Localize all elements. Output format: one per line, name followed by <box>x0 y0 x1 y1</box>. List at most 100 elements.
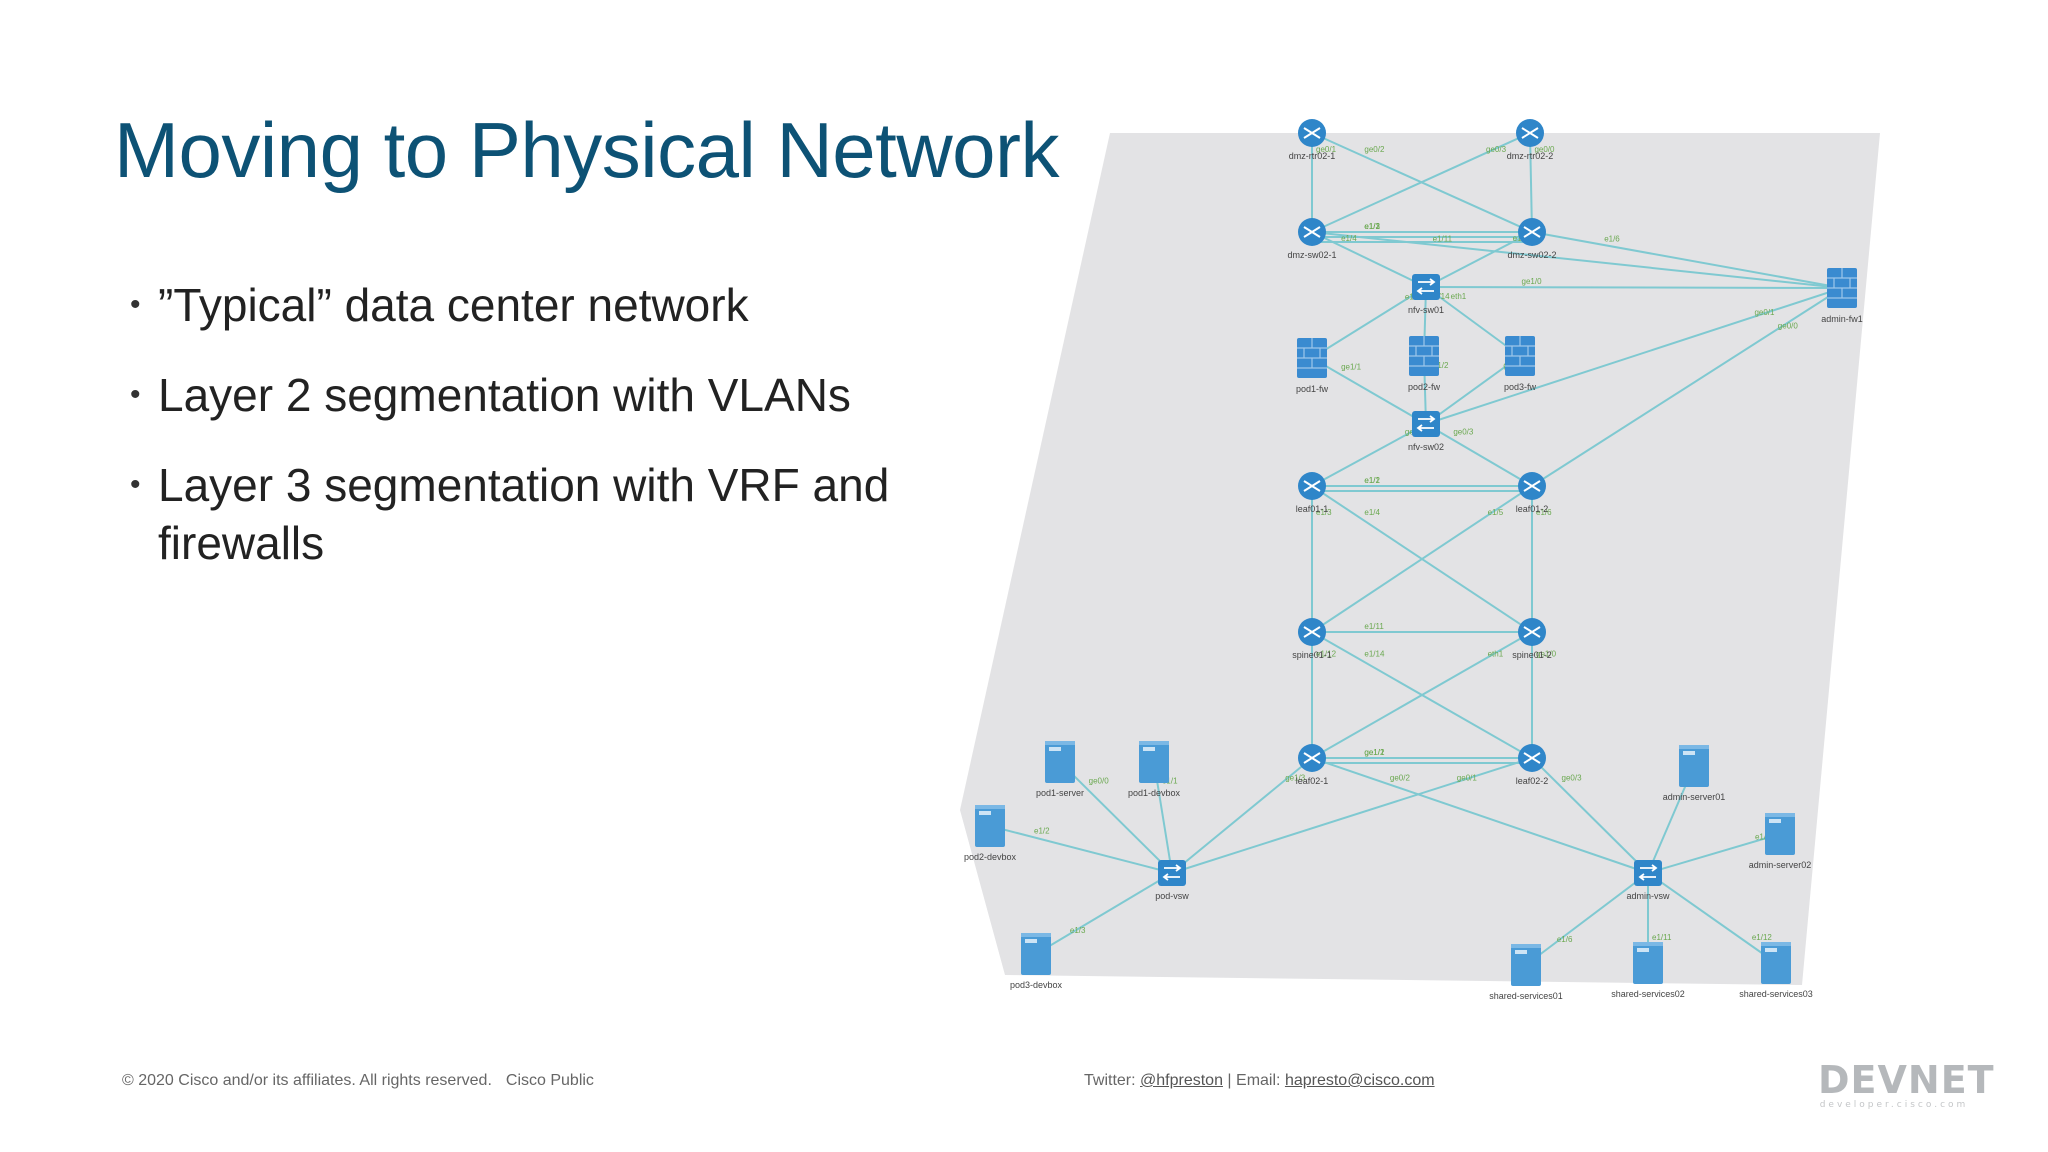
port-label: ge1/1 <box>1341 363 1362 372</box>
firewall-icon[interactable]: admin-fw1 <box>1821 268 1863 324</box>
network-link <box>1059 761 1173 874</box>
node-label: leaf02-2 <box>1516 776 1549 786</box>
network-link <box>1529 132 1533 233</box>
node-label: pod1-server <box>1036 788 1084 798</box>
bullet-item: •”Typical” data center network <box>130 276 950 334</box>
server-icon[interactable]: shared-services02 <box>1611 942 1685 999</box>
network-link <box>1311 757 1649 874</box>
node-label: admin-server01 <box>1663 792 1726 802</box>
port-label: e1/14 <box>1364 650 1385 659</box>
port-label: ge0/0 <box>1778 322 1799 331</box>
footer-contact: Twitter: @hfpreston | Email: hapresto@ci… <box>1084 1072 1435 1090</box>
router-icon[interactable]: leaf01-1 <box>1296 472 1329 514</box>
network-link <box>1171 757 1533 874</box>
email-link[interactable]: hapresto@cisco.com <box>1284 1072 1435 1089</box>
node-label: leaf02-1 <box>1296 776 1329 786</box>
network-link <box>1525 872 1649 966</box>
network-link <box>1425 286 1843 289</box>
server-icon[interactable]: pod2-devbox <box>964 805 1017 862</box>
node-label: spine01-2 <box>1512 650 1552 660</box>
server-icon[interactable]: pod1-server <box>1036 741 1084 798</box>
router-icon[interactable]: leaf02-2 <box>1516 744 1549 786</box>
network-link <box>1311 485 1533 633</box>
diagram-background <box>960 133 1880 985</box>
router-icon[interactable]: dmz-sw02-1 <box>1287 218 1337 260</box>
port-label: e1/6 <box>1557 935 1573 944</box>
node-label: dmz-sw02-1 <box>1287 250 1336 260</box>
switch-icon[interactable]: nfv-sw01 <box>1408 274 1444 315</box>
port-label: ge0/1 <box>1316 145 1337 154</box>
node-label: nfv-sw02 <box>1408 442 1444 452</box>
port-label: ge1/0 <box>1536 650 1557 659</box>
node-label: spine01-1 <box>1292 650 1332 660</box>
footer-copyright: © 2020 Cisco and/or its affiliates. All … <box>122 1072 594 1090</box>
port-label: e1/3 <box>1364 222 1380 231</box>
logo-subtext: developer.cisco.com <box>1819 1100 1969 1110</box>
port-label: ge0/3 <box>1453 428 1474 437</box>
bullet-list: •”Typical” data center network •Layer 2 … <box>130 276 950 604</box>
server-icon[interactable]: pod1-devbox <box>1128 741 1181 798</box>
node-label: dmz-sw02-2 <box>1507 250 1556 260</box>
port-label: e1/6 <box>1604 234 1620 243</box>
firewall-icon[interactable]: pod1-fw <box>1296 338 1329 394</box>
network-link <box>1311 286 1427 359</box>
network-link <box>1647 833 1781 874</box>
network-link <box>1531 287 1843 487</box>
firewall-icon[interactable]: pod2-fw <box>1408 336 1441 392</box>
port-label: e1/3 <box>1316 508 1332 517</box>
node-label: pod2-fw <box>1408 382 1441 392</box>
bullet-text: Layer 3 segmentation with VRF and firewa… <box>158 459 890 569</box>
network-link <box>1311 631 1533 759</box>
port-label: e1/1 <box>1162 776 1178 785</box>
network-link <box>989 825 1173 874</box>
switch-icon[interactable]: admin-vsw <box>1626 860 1670 901</box>
network-link <box>1425 423 1533 487</box>
port-label: ge1/1 <box>1364 748 1385 757</box>
switch-icon[interactable]: pod-vsw <box>1155 860 1189 901</box>
twitter-link[interactable]: @hfpreston <box>1140 1072 1223 1089</box>
router-icon[interactable]: dmz-rtr02-2 <box>1507 119 1554 161</box>
port-label: eth1 <box>1488 650 1504 659</box>
node-label: pod3-fw <box>1504 382 1537 392</box>
firewall-icon[interactable]: pod3-fw <box>1504 336 1537 392</box>
router-icon[interactable]: dmz-rtr02-1 <box>1289 119 1336 161</box>
router-icon[interactable]: leaf02-1 <box>1296 744 1329 786</box>
port-label: eth1 <box>1451 292 1467 301</box>
server-icon[interactable]: admin-server01 <box>1663 745 1726 802</box>
port-label: e1/12 <box>1752 933 1773 942</box>
node-group: dmz-rtr02-1 dmz-rtr02-2 dmz-sw02-1 dmz-sw02… <box>964 119 1863 1001</box>
server-icon[interactable]: shared-services01 <box>1489 944 1563 1001</box>
bullet-dot: • <box>130 288 141 321</box>
router-icon[interactable]: spine01-2 <box>1512 618 1552 660</box>
node-label: pod1-devbox <box>1128 788 1181 798</box>
network-link <box>1647 872 1777 964</box>
router-icon[interactable]: leaf01-2 <box>1516 472 1549 514</box>
router-icon[interactable]: dmz-sw02-2 <box>1507 218 1557 260</box>
network-link <box>1425 286 1521 357</box>
port-label: e1/11 <box>1652 933 1672 942</box>
server-icon[interactable]: pod3-devbox <box>1010 933 1063 990</box>
port-label: e1/5 <box>1755 833 1771 842</box>
switch-icon[interactable]: nfv-sw02 <box>1408 411 1444 452</box>
node-label: leaf01-2 <box>1516 504 1549 514</box>
node-label: leaf01-1 <box>1296 504 1329 514</box>
bullet-item: •Layer 2 segmentation with VLANs <box>130 366 950 424</box>
node-label: admin-fw1 <box>1821 314 1863 324</box>
node-label: admin-vsw <box>1626 891 1670 901</box>
network-link <box>1425 287 1843 425</box>
node-label: shared-services02 <box>1611 989 1685 999</box>
port-label: e1/2 <box>1364 222 1380 231</box>
node-label: pod3-devbox <box>1010 980 1063 990</box>
router-icon[interactable]: spine01-1 <box>1292 618 1332 660</box>
bullet-dot: • <box>130 468 141 501</box>
server-icon[interactable]: admin-server02 <box>1749 813 1812 870</box>
port-label: e1/2 <box>1034 826 1050 835</box>
network-link <box>1425 355 1521 425</box>
port-label: ge0/3 <box>1486 145 1507 154</box>
server-icon[interactable]: shared-services03 <box>1739 942 1813 999</box>
port-label: e1/4 <box>1341 234 1357 243</box>
node-label: pod1-fw <box>1296 384 1329 394</box>
bullet-dot: • <box>130 378 141 411</box>
network-link <box>1425 231 1533 288</box>
twitter-label: Twitter: <box>1084 1072 1136 1089</box>
